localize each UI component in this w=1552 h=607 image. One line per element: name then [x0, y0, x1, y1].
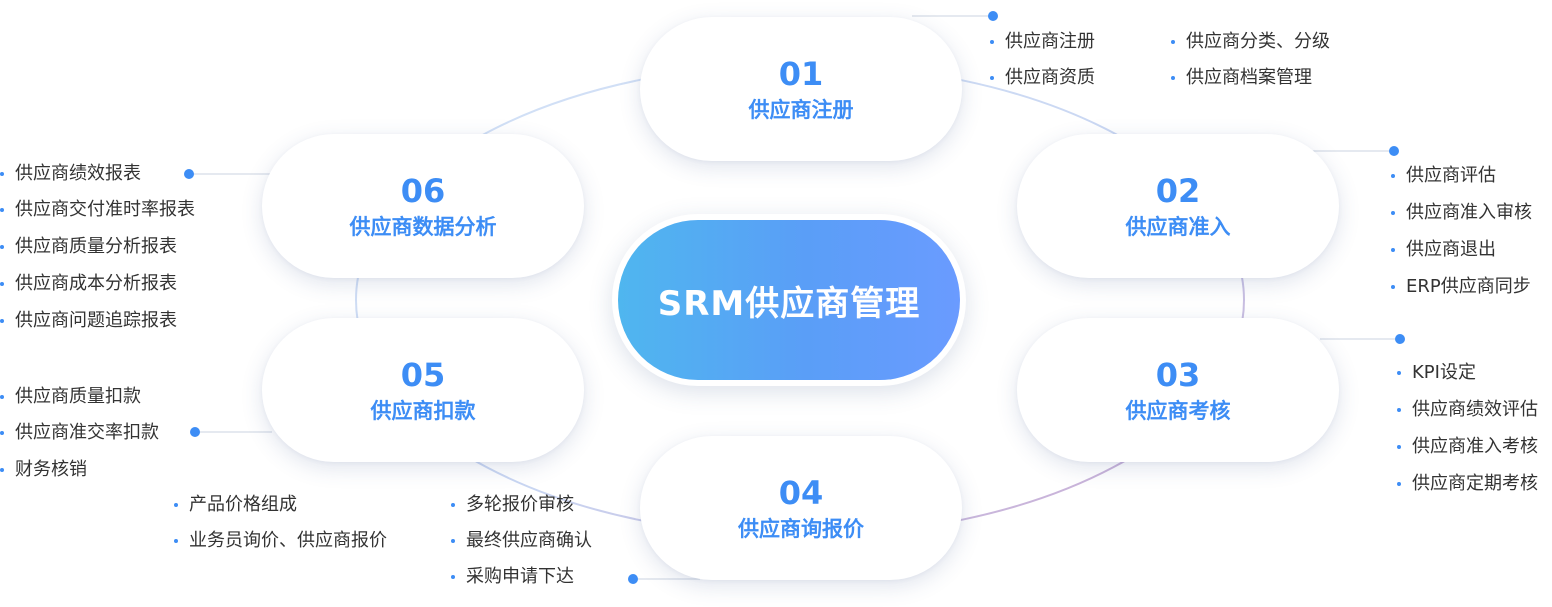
list-item: 最终供应商确认	[451, 530, 592, 551]
list-item: KPI设定	[1397, 362, 1476, 383]
connector-dot-05	[190, 427, 200, 437]
list-item: 供应商注册	[990, 31, 1095, 52]
node-06: 06 供应商数据分析	[262, 134, 584, 278]
center-title: SRM供应商管理	[657, 283, 921, 324]
connector-dot-06	[184, 169, 194, 179]
list-item: 供应商成本分析报表	[0, 273, 177, 294]
node-04: 04 供应商询报价	[640, 436, 962, 580]
node-06-title: 供应商数据分析	[349, 215, 497, 239]
node-06-number: 06	[400, 172, 446, 210]
list-item: 财务核销	[0, 459, 87, 480]
list-item: 供应商绩效评估	[1397, 399, 1538, 420]
list-item: 供应商准入审核	[1391, 202, 1532, 223]
node-05: 05 供应商扣款	[262, 318, 584, 462]
list-item: 供应商分类、分级	[1171, 31, 1330, 52]
list-item: 业务员询价、供应商报价	[174, 530, 387, 551]
node-03-title: 供应商考核	[1125, 399, 1231, 423]
list-item: 供应商资质	[990, 67, 1095, 88]
node-02-title: 供应商准入	[1125, 215, 1231, 239]
node-03-number: 03	[1155, 356, 1201, 394]
node-04-title: 供应商询报价	[738, 517, 864, 541]
connector-dot-02	[1389, 146, 1399, 156]
node-05-number: 05	[400, 356, 446, 394]
list-item: 供应商评估	[1391, 165, 1496, 186]
list-item: 供应商交付准时率报表	[0, 199, 195, 220]
list-item: 供应商质量分析报表	[0, 236, 177, 257]
node-02-number: 02	[1155, 172, 1201, 210]
list-item: 产品价格组成	[174, 494, 297, 515]
node-01-number: 01	[778, 55, 824, 93]
node-01-title: 供应商注册	[748, 98, 854, 122]
node-02: 02 供应商准入	[1017, 134, 1339, 278]
connector-dot-01	[988, 11, 998, 21]
node-01: 01 供应商注册	[640, 17, 962, 161]
node-05-title: 供应商扣款	[370, 399, 476, 423]
list-item: 供应商质量扣款	[0, 386, 141, 407]
list-item: 多轮报价审核	[451, 494, 574, 515]
node-03: 03 供应商考核	[1017, 318, 1339, 462]
node-04-number: 04	[778, 474, 824, 512]
list-item: 供应商定期考核	[1397, 473, 1538, 494]
list-item: 供应商档案管理	[1171, 67, 1312, 88]
connector-dot-03	[1395, 334, 1405, 344]
list-item: 供应商准交率扣款	[0, 422, 159, 443]
list-item: ERP供应商同步	[1391, 276, 1531, 297]
center-node: SRM供应商管理	[612, 214, 966, 386]
list-item: 供应商绩效报表	[0, 163, 141, 184]
list-item: 供应商问题追踪报表	[0, 310, 177, 331]
connector-dot-04	[628, 574, 638, 584]
list-item: 供应商准入考核	[1397, 436, 1538, 457]
center-node-fill: SRM供应商管理	[618, 220, 960, 380]
list-item: 供应商退出	[1391, 239, 1496, 260]
list-item: 采购申请下达	[451, 566, 574, 587]
